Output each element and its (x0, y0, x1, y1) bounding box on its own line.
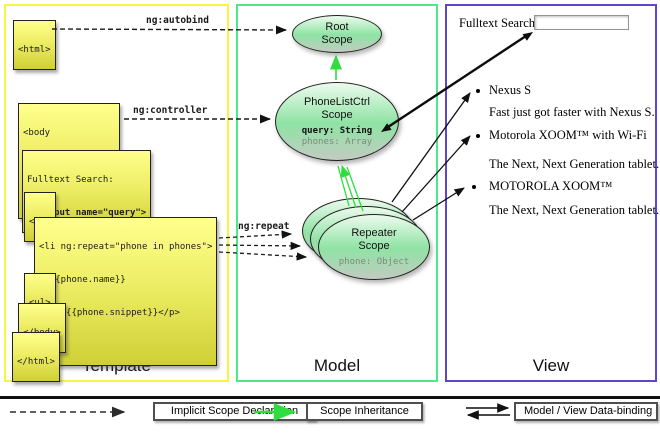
repeater-scope-ellipse-front: Repeater Scope phone: Object (318, 214, 430, 280)
code-line: Fulltext Search: (27, 175, 114, 185)
ng-autobind-label: ng:autobind (146, 15, 209, 26)
legend-separator-line (0, 396, 660, 399)
model-panel: Model (236, 4, 438, 382)
item-desc: Fast just got faster with Nexus S. (489, 105, 655, 119)
scope-title: Scope (321, 34, 353, 46)
legend-scope-inheritance-label: Scope Inheritance (306, 402, 423, 421)
code-line: <body (23, 128, 51, 138)
list-bullet (476, 89, 480, 93)
list-bullet (472, 185, 476, 189)
item-desc: The Next, Next Generation tablet. (489, 203, 660, 217)
scope-title: Repeater (351, 226, 397, 239)
root-scope-ellipse: Root Scope (292, 15, 382, 53)
scope-properties: query: String phones: Array (302, 126, 372, 148)
scope-property-phones: phones: Array (301, 136, 373, 147)
view-panel-label: View (532, 356, 570, 375)
list-bullet (476, 134, 480, 138)
item-title: Motorola XOOM™ with Wi-Fi (489, 128, 647, 142)
scope-property-phone: phone: Object (338, 256, 410, 267)
legend-data-binding-label: Model / View Data-binding (514, 402, 658, 421)
ng-repeat-label: ng:repeat (238, 221, 290, 232)
item-title: Nexus S (489, 83, 532, 97)
model-panel-label: Model (313, 356, 361, 375)
phonelistctrl-scope-ellipse: PhoneListCtrl Scope query: String phones… (275, 82, 399, 161)
scope-title: Root (325, 21, 349, 33)
scope-title: Scope (321, 108, 353, 121)
scope-title: PhoneListCtrl (303, 95, 371, 108)
code-line: {{phone.name}} (39, 275, 126, 285)
code-line: <p>{{phone.snippet}}</p> (39, 308, 180, 318)
item-desc: The Next, Next Generation tablet. (489, 157, 660, 171)
scope-title: Scope (358, 239, 390, 252)
legend-implicit-scope-label: Implicit Scope Declaration (153, 402, 316, 421)
scope-property-query: query: String (301, 125, 373, 136)
code-line: <li ng:repeat="phone in phones"> (39, 242, 213, 252)
ng-controller-label: ng:controller (133, 105, 208, 116)
code-line: <html> (18, 45, 51, 55)
html-close-tag-box: </html> (12, 332, 60, 382)
fulltext-search-label: Fulltext Search: (459, 16, 539, 30)
html-open-tag-box: <html> (13, 20, 56, 70)
fulltext-search-input[interactable] (534, 15, 629, 30)
code-line: </html> (17, 357, 55, 367)
item-title: MOTOROLA XOOM™ (489, 179, 613, 193)
